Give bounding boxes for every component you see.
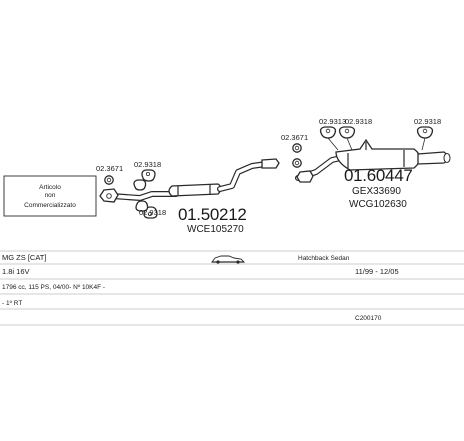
part-labels: 01.50212 WCE105270 01.60447 GEX33690 WCG… [178, 166, 413, 235]
info-table-lines [0, 250, 464, 326]
part-number: 01.50212 [178, 205, 247, 224]
hanger-icon [135, 200, 149, 212]
note-line-1: Articolo [39, 184, 61, 191]
front-pipe [99, 188, 179, 203]
accessory-label: 02.9313 [319, 117, 346, 126]
extra-info: - 1º RT [2, 300, 22, 307]
accessory-label: 02.9318 [139, 208, 166, 217]
part-number: 01.60447 [344, 166, 413, 185]
engine: 1.8i 16V [2, 267, 30, 276]
engine-specs: 1796 cc, 115 PS, 04/00- Nº 10K4F - [2, 284, 105, 291]
accessory-label: 02.9318 [134, 160, 161, 169]
oem-number: WCG102630 [349, 199, 407, 210]
accessory-label: 02.3671 [281, 133, 308, 142]
center-silencer [168, 158, 280, 197]
oem-number: WCE105270 [187, 224, 244, 235]
body-type: Hatchback Sedan [298, 255, 350, 262]
accessory-label: 02.9318 [345, 117, 372, 126]
reference-number: C200170 [355, 315, 382, 322]
production-years: 11/99 - 12/05 [355, 267, 399, 276]
hanger-icon [133, 179, 147, 191]
note-line-2: non [45, 192, 56, 199]
not-available-note: Articolo non Commercializzato [3, 175, 97, 217]
model: MG ZS [CAT] [2, 253, 46, 262]
accessory-label: 02.9318 [414, 117, 441, 126]
car-body-icon [211, 255, 246, 264]
accessory-gaskets [104, 126, 434, 219]
oem-number: GEX33690 [352, 186, 401, 197]
rear-silencer [295, 138, 451, 183]
vehicle-info: MG ZS [CAT] Hatchback Sedan 1.8i 16V 11/… [2, 253, 399, 322]
accessory-labels: 02.3671 02.9318 02.9318 02.3671 02.9313 … [96, 117, 441, 217]
note-line-3: Commercializzato [24, 202, 76, 209]
accessory-label: 02.3671 [96, 164, 123, 173]
